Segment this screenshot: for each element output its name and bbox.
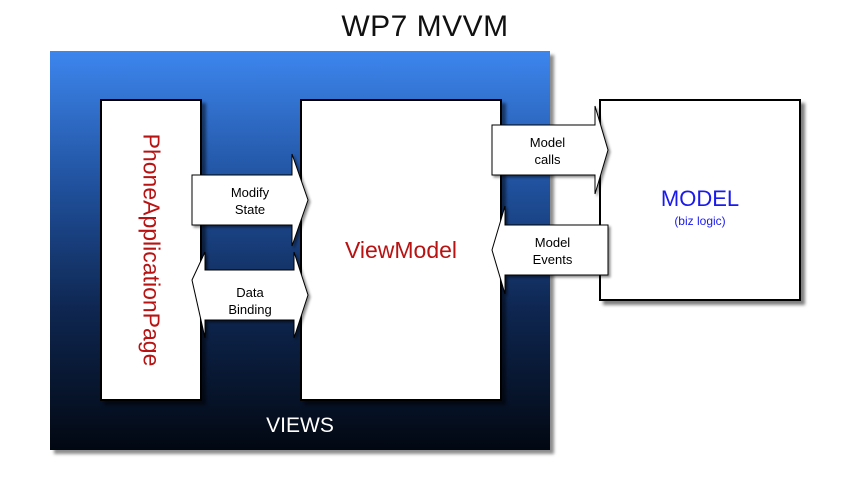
model-calls-label: Model calls (500, 134, 595, 168)
views-label: VIEWS (266, 414, 334, 437)
model-calls-arrow (491, 105, 609, 195)
model-box (599, 99, 801, 301)
data-binding-line-2: Binding (228, 302, 272, 317)
model-sublabel: (biz logic) (674, 214, 726, 228)
model-events-label: Model Events (505, 234, 600, 268)
model-label: MODEL (660, 186, 740, 211)
data-binding-label: Data Binding (205, 284, 295, 318)
modify-state-line-1: Modify (230, 185, 270, 200)
model-calls-line-2: calls (534, 152, 561, 167)
data-binding-line-1: Data (236, 285, 264, 300)
data-binding-arrow (191, 251, 309, 339)
model-events-line-1: Model (534, 235, 571, 250)
viewmodel-box (300, 99, 502, 401)
model-calls-line-1: Model (529, 135, 566, 150)
modify-state-arrow (191, 153, 309, 247)
model-events-line-2: Events (532, 252, 573, 267)
phone-application-page-box (100, 99, 202, 401)
diagram-title: WP7 MVVM (341, 10, 509, 43)
model-events-arrow (491, 205, 609, 295)
modify-state-label: Modify State (205, 184, 295, 218)
modify-state-line-2: State (234, 202, 266, 217)
viewmodel-label: ViewModel (344, 237, 458, 263)
